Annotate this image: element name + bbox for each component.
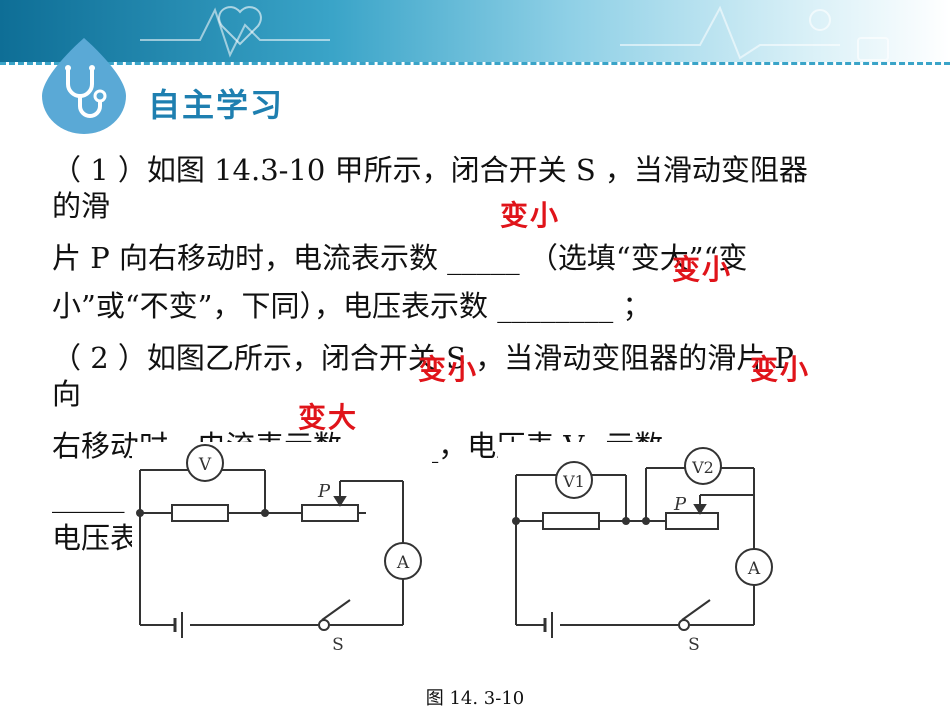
question-line-6: 向: [52, 377, 82, 411]
circuit-a-voltmeter-label: V: [198, 455, 212, 475]
answer-5: 变大: [298, 401, 359, 434]
circuit-a-switch-label: S: [332, 635, 344, 655]
circuit-a-ammeter-label: A: [396, 553, 410, 573]
circuit-b-slider-label: P: [673, 494, 687, 515]
circuit-b-switch-label: S: [688, 635, 700, 655]
figure-caption: 图 14. 3-10: [425, 688, 525, 709]
question-line-4: 小”或“不变”，下同），电压表示数 ________ ；: [52, 289, 652, 323]
question-line-2: 的滑: [52, 189, 111, 223]
circuit-b: [515, 447, 773, 638]
header-banner: [0, 0, 950, 62]
circuit-b-ammeter-label: A: [747, 559, 761, 579]
circuit-figure: V A P S V1 V2 A P S: [132, 442, 790, 658]
header-divider: [0, 62, 950, 65]
circuit-b-voltmeter1-label: V1: [562, 472, 585, 491]
question-line-8: _____: [52, 479, 125, 513]
answer-4: 变小: [750, 353, 811, 386]
question-line-3: 片 P 向右移动时，电流表示数 _____ （选填“变大”“变: [52, 241, 748, 275]
question-line-1: （ 1 ）如图 14.3-10 甲所示，闭合开关 S ，当滑动变阻器: [52, 153, 808, 187]
section-title: 自主学习: [148, 86, 285, 124]
answer-1: 变小: [500, 199, 561, 232]
question-line-5: （ 2 ）如图乙所示，闭合开关 S ，当滑动变阻器的滑片 P: [52, 341, 794, 375]
stethoscope-icon: [42, 38, 126, 134]
answer-3: 变小: [418, 353, 479, 386]
circuit-b-voltmeter2-label: V2: [691, 458, 714, 477]
question-line-9: 电压表: [52, 521, 140, 555]
answer-2: 变小: [672, 253, 733, 286]
circuit-a-slider-label: P: [317, 481, 331, 502]
circuit-a: [139, 444, 422, 638]
banner-decoration: [140, 5, 889, 61]
